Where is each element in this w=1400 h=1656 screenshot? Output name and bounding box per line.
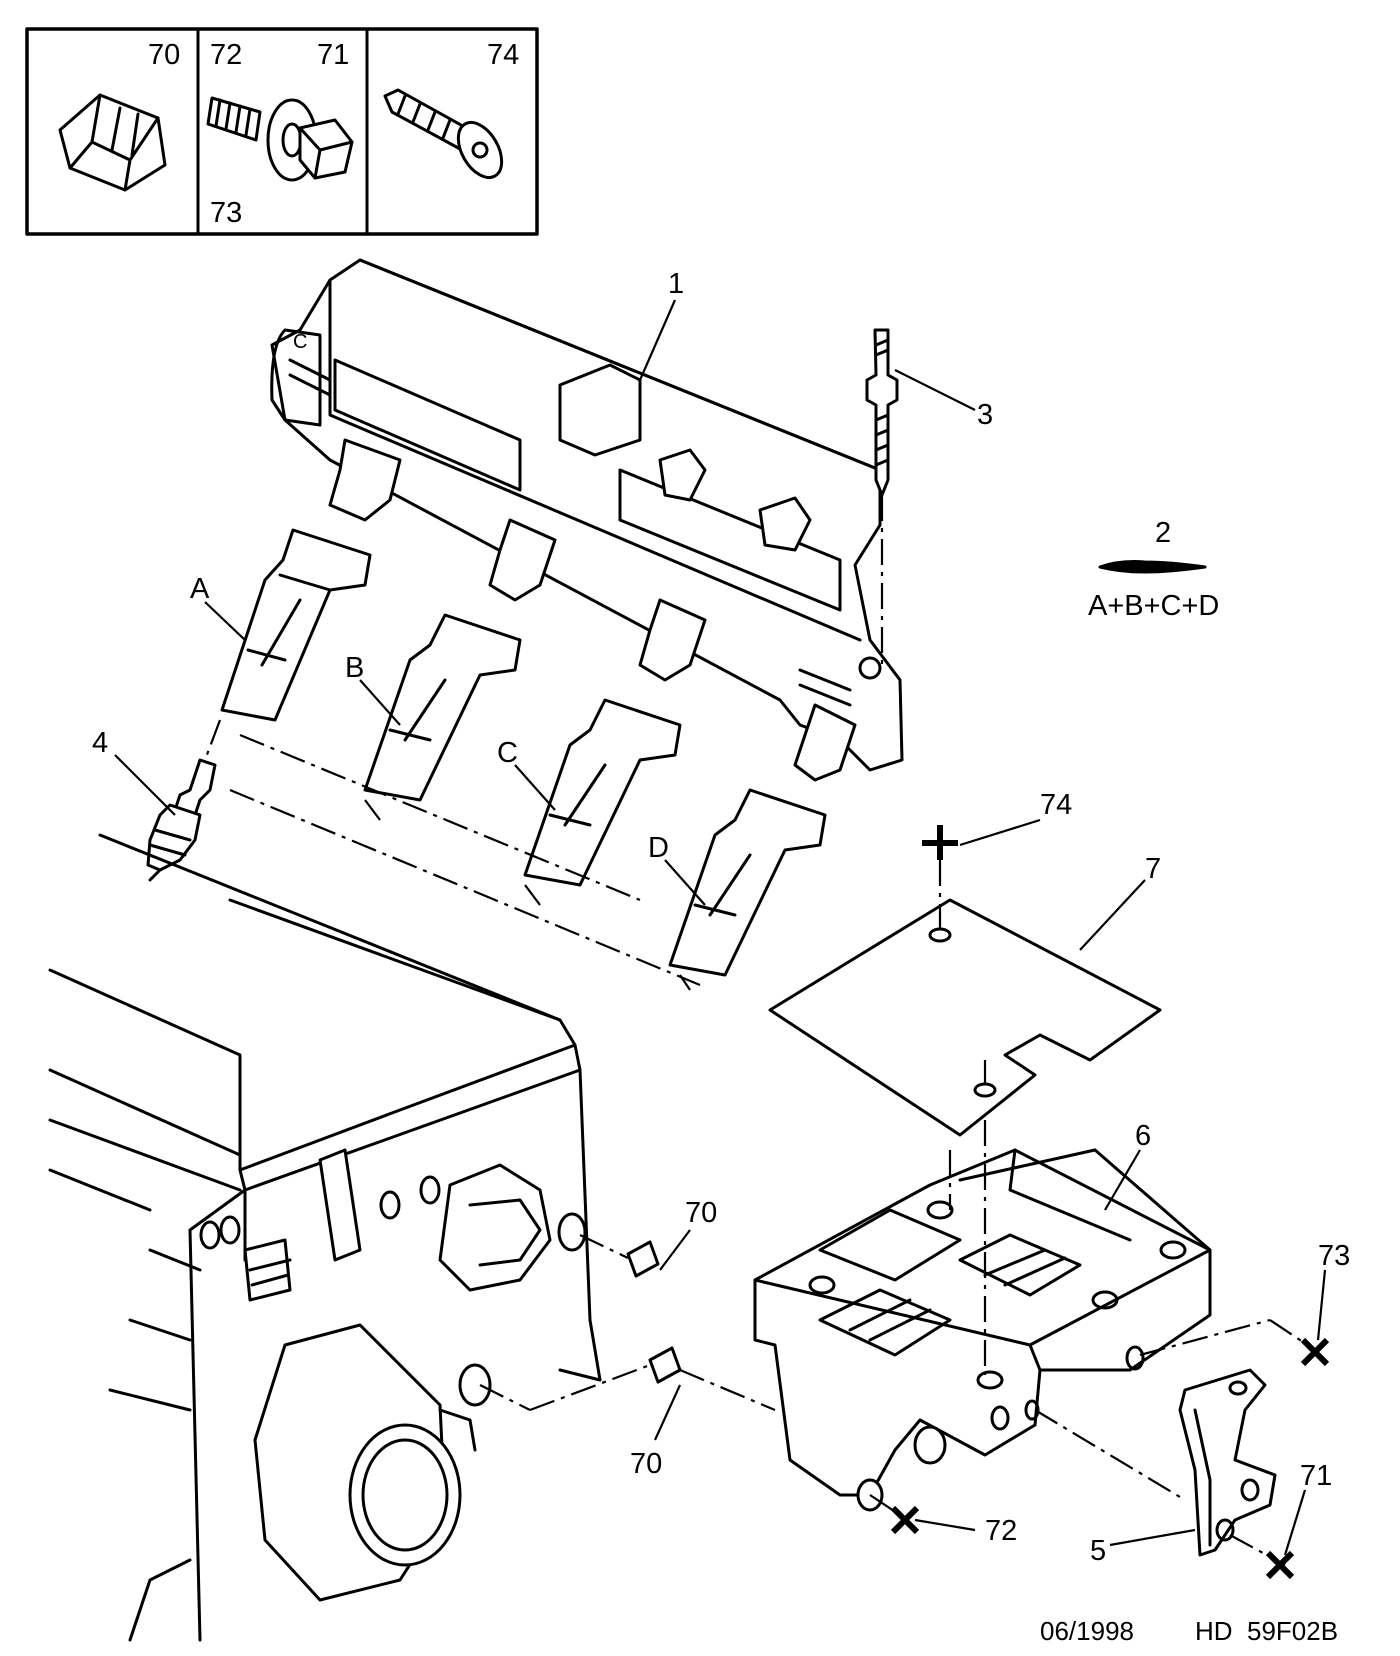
callout-6: 6 <box>1135 1120 1151 1152</box>
clip-70-upper <box>626 1240 660 1278</box>
ignition-coil-pack: C <box>270 258 904 772</box>
callout-c: C <box>497 737 518 769</box>
callout-70-upper: 70 <box>685 1197 717 1229</box>
callout-73: 73 <box>1318 1240 1350 1272</box>
inset-label-73: 73 <box>210 197 242 229</box>
callout-a: A <box>190 573 210 605</box>
callout-b: B <box>345 652 364 684</box>
nut-71-marker <box>1265 1550 1295 1580</box>
callout-2-formula: A+B+C+D <box>1088 590 1219 622</box>
stud-3 <box>865 328 899 665</box>
screw-markers <box>890 825 1330 1580</box>
coil-tower-c <box>523 598 707 887</box>
leader-lines <box>114 299 1327 1556</box>
callout-1: 1 <box>668 268 684 300</box>
screw-washer-nut-icon <box>206 96 354 182</box>
module-support-6 <box>753 1120 1212 1512</box>
alignment-lines <box>203 719 701 991</box>
footer-date: 06/1998 <box>1040 1616 1134 1646</box>
callout-4: 4 <box>92 727 108 759</box>
footer-reference: HD 59F02B <box>1195 1616 1338 1646</box>
callout-71: 71 <box>1300 1460 1332 1492</box>
screw-73-marker <box>1300 1337 1330 1367</box>
screw-74-marker <box>922 825 958 860</box>
callout-5: 5 <box>1090 1535 1106 1567</box>
inset-label-74: 74 <box>487 39 519 71</box>
coil-connector <box>558 363 642 457</box>
hardware-inset: 70 72 71 73 74 <box>25 27 539 236</box>
callout-74: 74 <box>1040 789 1072 821</box>
callout-3: 3 <box>977 399 993 431</box>
coil-tower-a <box>220 438 402 722</box>
callout-d: D <box>648 832 669 864</box>
inset-label-70: 70 <box>148 39 180 71</box>
coil-tower-d <box>668 703 857 977</box>
inset-frame <box>25 27 539 236</box>
screw-72-marker <box>890 1505 920 1535</box>
clip-nut-70-icon <box>58 93 167 192</box>
callout-2: 2 <box>1155 517 1171 549</box>
bracket-5 <box>1178 1368 1277 1557</box>
coil-tower-b <box>363 518 557 802</box>
gasket-7 <box>768 860 1162 1137</box>
inset-label-71: 71 <box>317 39 349 71</box>
engine-cylinder-head <box>48 833 602 1642</box>
coil-pack-stamp-c: C <box>293 331 307 353</box>
inset-label-72: 72 <box>210 39 242 71</box>
callout-72: 72 <box>985 1515 1017 1547</box>
self-tapping-screw-74-icon <box>383 88 504 179</box>
callout-70-lower: 70 <box>630 1448 662 1480</box>
callout-7: 7 <box>1145 853 1161 885</box>
callout-labels: 1 2 A+B+C+D 3 4 5 6 7 A B C D 74 73 72 7… <box>92 268 1350 1567</box>
spark-plug-4 <box>146 758 217 882</box>
clip-70-lower <box>648 1346 682 1384</box>
